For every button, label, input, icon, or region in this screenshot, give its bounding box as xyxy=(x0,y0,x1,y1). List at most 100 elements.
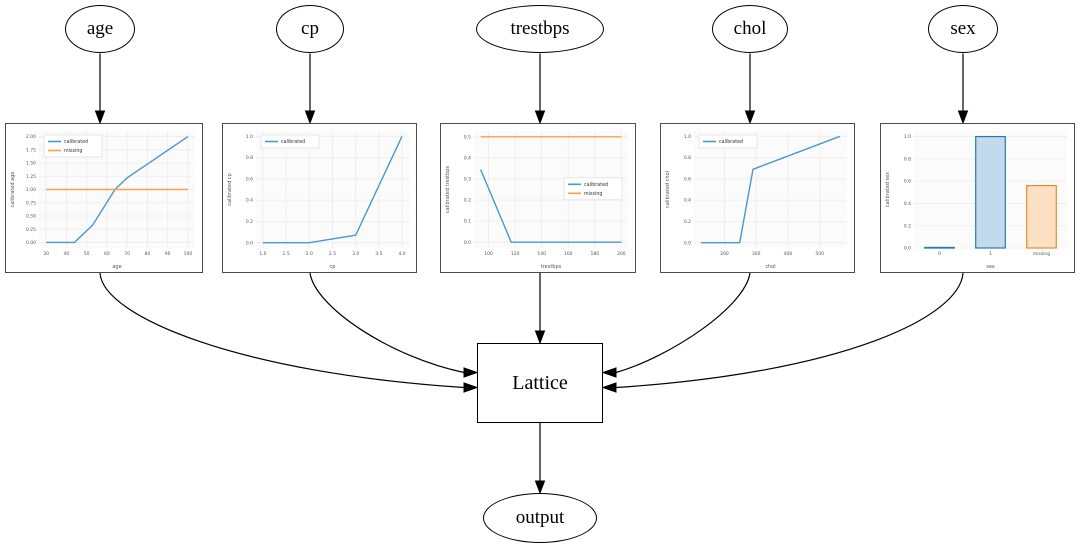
svg-text:0.00: 0.00 xyxy=(26,240,36,246)
arrowhead xyxy=(534,330,546,345)
svg-text:missing: missing xyxy=(64,148,82,154)
svg-text:trestbps: trestbps xyxy=(541,264,562,270)
svg-text:calibrated trestbps: calibrated trestbps xyxy=(445,166,451,214)
arrowhead xyxy=(534,110,546,125)
arrowhead xyxy=(957,110,969,125)
svg-text:cp: cp xyxy=(330,264,336,270)
svg-text:1.0: 1.0 xyxy=(246,134,253,140)
svg-text:30: 30 xyxy=(43,251,49,257)
node-sex-label: sex xyxy=(950,18,976,39)
node-chol: chol xyxy=(712,5,788,53)
svg-text:missing: missing xyxy=(1033,251,1050,257)
svg-text:missing: missing xyxy=(584,191,602,197)
svg-text:1.00: 1.00 xyxy=(26,187,36,193)
svg-text:300: 300 xyxy=(752,251,761,257)
node-cp-label: cp xyxy=(301,18,319,39)
svg-text:50: 50 xyxy=(84,251,90,257)
svg-text:0.75: 0.75 xyxy=(26,200,36,206)
node-trestbps: trestbps xyxy=(476,5,604,53)
node-lattice-label: Lattice xyxy=(512,371,568,394)
arrowhead xyxy=(463,367,479,378)
svg-text:0.6: 0.6 xyxy=(246,176,253,182)
node-output-label: output xyxy=(515,507,565,528)
svg-text:0.0: 0.0 xyxy=(904,246,911,252)
svg-text:2.0: 2.0 xyxy=(306,251,313,257)
svg-text:160: 160 xyxy=(564,251,573,257)
node-cp: cp xyxy=(276,5,344,53)
svg-text:140: 140 xyxy=(537,251,546,257)
svg-text:0.8: 0.8 xyxy=(904,156,911,162)
svg-text:3.0: 3.0 xyxy=(352,251,359,257)
arrowhead xyxy=(534,480,546,495)
svg-text:0.25: 0.25 xyxy=(26,227,36,233)
edge-sex-plot-to-lattice xyxy=(615,272,964,389)
svg-text:calibrated chol: calibrated chol xyxy=(665,171,671,208)
svg-text:500: 500 xyxy=(815,251,824,257)
svg-text:0.1: 0.1 xyxy=(464,219,471,225)
svg-text:1.25: 1.25 xyxy=(26,174,36,180)
arrowhead xyxy=(601,382,617,393)
svg-text:60: 60 xyxy=(104,251,110,257)
node-chol-label: chol xyxy=(733,18,767,39)
svg-text:0.8: 0.8 xyxy=(684,155,691,161)
svg-text:2.00: 2.00 xyxy=(26,134,36,140)
arrowhead xyxy=(601,367,617,378)
svg-text:0.50: 0.50 xyxy=(26,214,36,220)
svg-text:2.5: 2.5 xyxy=(329,251,336,257)
svg-text:100: 100 xyxy=(184,251,193,257)
svg-text:calibrated cp: calibrated cp xyxy=(227,173,233,206)
svg-text:0.4: 0.4 xyxy=(246,198,253,204)
svg-text:80: 80 xyxy=(145,251,151,257)
svg-text:90: 90 xyxy=(165,251,171,257)
svg-text:0.3: 0.3 xyxy=(464,177,471,183)
svg-text:0.2: 0.2 xyxy=(246,219,253,225)
node-sex: sex xyxy=(928,5,998,53)
svg-text:0.4: 0.4 xyxy=(464,155,471,161)
svg-text:100: 100 xyxy=(484,251,493,257)
svg-text:4.0: 4.0 xyxy=(398,251,405,257)
node-age-label: age xyxy=(86,18,114,39)
svg-text:chol: chol xyxy=(765,264,775,270)
svg-text:age: age xyxy=(112,264,121,270)
edge-chol-plot-to-lattice xyxy=(615,272,751,374)
svg-text:1.5: 1.5 xyxy=(283,251,290,257)
edge-age-plot-to-lattice xyxy=(99,272,465,389)
svg-text:0.2: 0.2 xyxy=(464,198,471,204)
svg-text:1.0: 1.0 xyxy=(904,134,911,140)
arrowhead xyxy=(304,110,316,125)
svg-text:1.0: 1.0 xyxy=(684,134,691,140)
svg-text:120: 120 xyxy=(511,251,520,257)
svg-text:70: 70 xyxy=(124,251,130,257)
svg-text:calibrated: calibrated xyxy=(64,139,88,145)
svg-text:0.4: 0.4 xyxy=(684,198,691,204)
svg-text:3.5: 3.5 xyxy=(375,251,382,257)
svg-text:calibrated sex: calibrated sex xyxy=(885,172,891,207)
svg-text:0.4: 0.4 xyxy=(904,201,911,207)
svg-text:0.0: 0.0 xyxy=(464,240,471,246)
svg-text:1.0: 1.0 xyxy=(259,251,266,257)
svg-text:1.75: 1.75 xyxy=(26,147,36,153)
svg-text:1: 1 xyxy=(989,251,992,257)
svg-text:calibrated: calibrated xyxy=(281,139,305,145)
svg-text:180: 180 xyxy=(591,251,600,257)
node-age: age xyxy=(65,5,135,53)
svg-text:0.0: 0.0 xyxy=(684,240,691,246)
node-trestbps-label: trestbps xyxy=(510,18,570,39)
node-output: output xyxy=(483,493,597,543)
svg-text:0.6: 0.6 xyxy=(904,179,911,185)
svg-text:400: 400 xyxy=(784,251,793,257)
svg-text:0.2: 0.2 xyxy=(684,219,691,225)
svg-text:40: 40 xyxy=(63,251,69,257)
arrowhead xyxy=(463,382,479,393)
